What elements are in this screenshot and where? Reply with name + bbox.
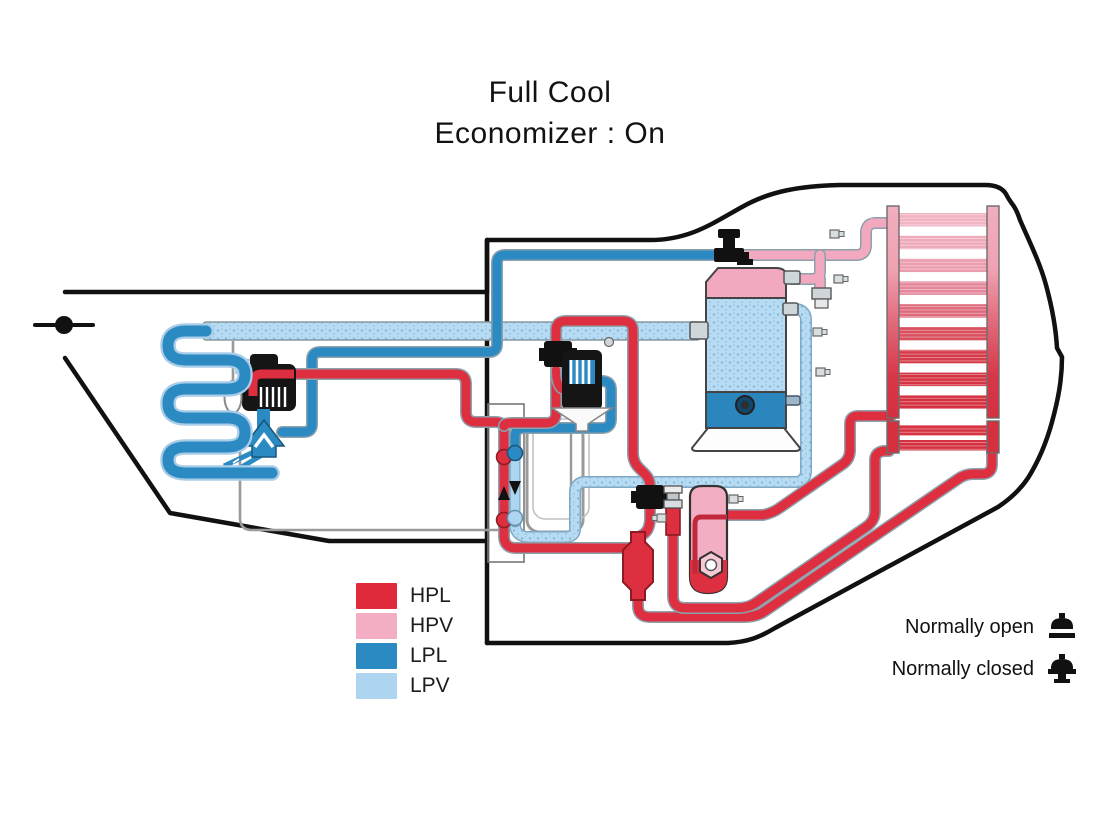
title-economizer-state: Economizer : On	[434, 117, 666, 150]
legend-row-lpl: LPL	[356, 641, 453, 671]
flow-arrow	[253, 432, 275, 449]
normally-open-note: Normally open	[876, 612, 1076, 642]
port-ball	[603, 336, 615, 348]
hpv-label: HPV	[410, 614, 454, 637]
title-mode: Full Cool	[488, 76, 612, 109]
evaporator-coil	[160, 323, 280, 481]
receiver-tank	[688, 484, 729, 595]
legend-row-lpv: LPV	[356, 671, 453, 701]
suction-fitting	[689, 321, 709, 340]
hpl-label: HPL	[410, 584, 451, 607]
condenser-tubes	[899, 213, 987, 409]
legend-row-hpl: HPL	[356, 581, 453, 611]
lpl-label: LPL	[410, 644, 448, 667]
mirror-dot	[55, 316, 73, 334]
bleed-screw	[742, 252, 749, 260]
normally-open-valve-icon	[1049, 613, 1075, 638]
dip-tube	[692, 514, 727, 574]
hpv-swatch	[356, 613, 397, 639]
equalizer-capillary	[238, 413, 522, 532]
lpv-label: LPV	[410, 674, 450, 697]
condenser	[870, 205, 1000, 454]
normally-closed-note: Normally closed	[858, 654, 1076, 684]
economizer-distributor-funnel	[549, 407, 615, 432]
economizer-suction-line-lpv	[509, 303, 812, 543]
legend: HPL HPV LPL LPV	[356, 581, 453, 701]
compressor	[689, 252, 802, 452]
left-header	[886, 205, 900, 419]
windshield-line	[62, 355, 490, 544]
up-arrow	[498, 486, 510, 500]
drier-solenoid-valve	[631, 485, 669, 509]
service-ports	[603, 229, 849, 523]
discharge-fitting	[783, 270, 801, 285]
legend-row-hpv: HPV	[356, 611, 453, 641]
bypass-line-lpl	[276, 249, 719, 438]
lpl-swatch	[356, 643, 397, 669]
tube-break-marks	[227, 454, 240, 464]
diagram-title: Full Cool Economizer : On	[0, 72, 1100, 154]
hpl-swatch	[356, 583, 397, 609]
receiver-service-valve	[663, 485, 683, 536]
normally-closed-valve-icon	[1048, 654, 1076, 683]
filter-drier	[622, 531, 654, 601]
normally-closed-label: Normally closed	[891, 657, 1034, 680]
normally-open-label: Normally open	[905, 615, 1034, 638]
economizer-expansion-valve	[549, 350, 615, 432]
drain-stub	[785, 395, 801, 406]
subcooler	[886, 420, 1000, 454]
hot-gas-valve	[714, 229, 744, 262]
discharge-cap	[705, 267, 787, 299]
lpv-swatch	[356, 673, 397, 699]
heat-exchanger-flow-markers	[495, 444, 524, 529]
right-header	[986, 205, 1000, 419]
economizer-fitting	[782, 302, 799, 316]
vehicle-outline	[33, 182, 1065, 646]
down-arrow	[509, 481, 521, 495]
